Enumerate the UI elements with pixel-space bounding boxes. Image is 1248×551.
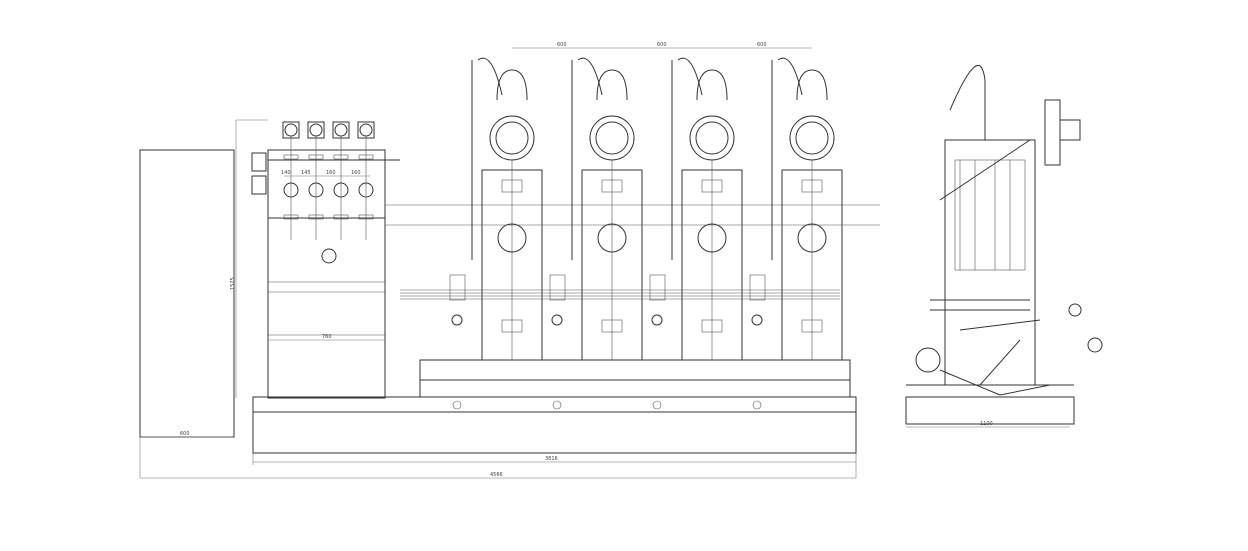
dim-pump-1: 600	[557, 42, 567, 48]
gauge-column	[282, 121, 300, 240]
dim-gauge-3: 160	[326, 170, 336, 176]
pump-unit	[649, 57, 743, 410]
pump-unit	[749, 57, 843, 410]
gauge-column	[357, 121, 375, 240]
dim-gauge-4: 160	[351, 170, 361, 176]
dimension-lines	[139, 47, 1070, 479]
dim-cabinet-width: 600	[180, 431, 190, 437]
dim-side-width: 1100	[980, 421, 993, 427]
dim-gauge-1: 140	[281, 170, 291, 176]
dim-skid-length: 3816	[545, 456, 558, 462]
pressure-gauge	[321, 248, 337, 264]
pump-unit	[449, 57, 543, 410]
skid-base	[252, 359, 857, 454]
control-cabinet	[139, 149, 235, 438]
dim-panel-width: 760	[322, 334, 332, 340]
dim-pump-3: 600	[757, 42, 767, 48]
dim-overall-length: 4566	[490, 472, 503, 478]
gauge-column	[307, 121, 325, 240]
gauge-column	[332, 121, 350, 240]
dim-gauge-2: 145	[301, 170, 311, 176]
pump-unit	[549, 57, 643, 410]
dimension-labels: 600 3816 4566 1575 760 140 145 160 160 6…	[180, 42, 993, 478]
dim-panel-height: 1575	[230, 277, 236, 290]
dim-pump-2: 600	[657, 42, 667, 48]
gauge-panel	[251, 149, 386, 399]
side-view	[905, 65, 1103, 425]
